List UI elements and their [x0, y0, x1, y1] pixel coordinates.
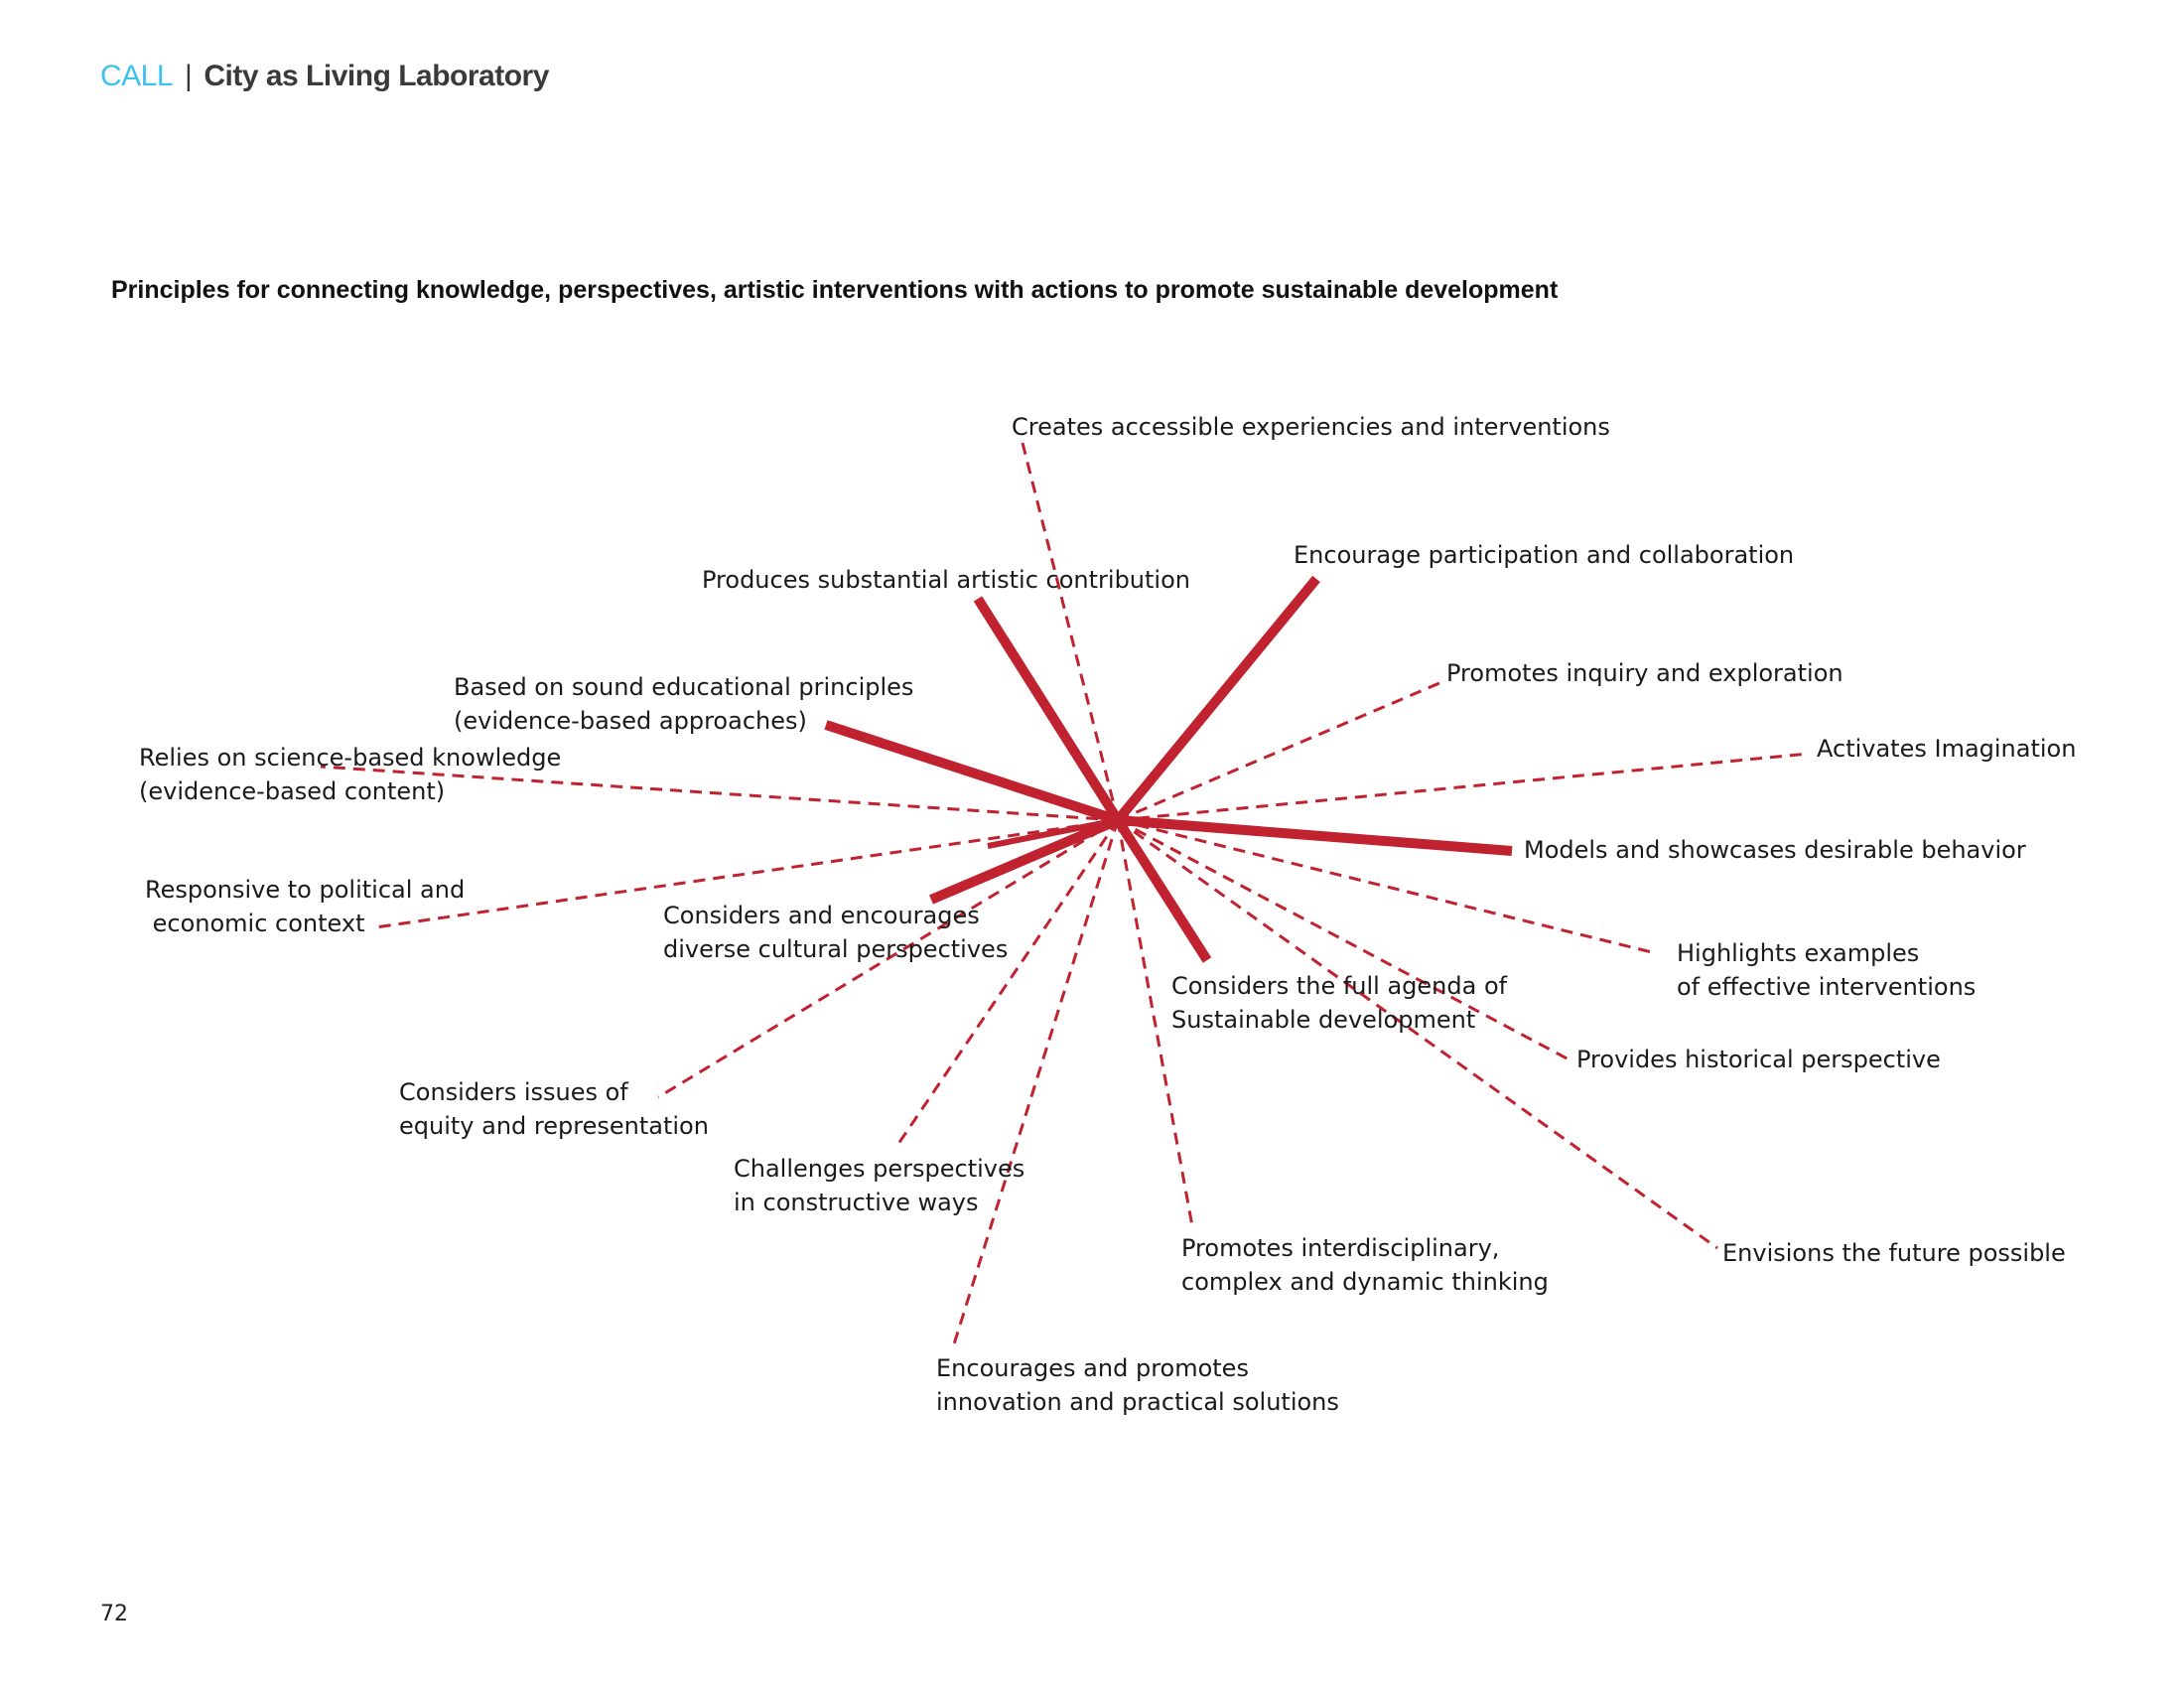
label-line: complex and dynamic thinking — [1181, 1268, 1549, 1296]
label-line: Promotes inquiry and exploration — [1446, 659, 1843, 687]
label-agenda: Considers the full agenda of Sustainable … — [1171, 969, 1507, 1037]
label-line: Considers the full agenda of — [1171, 972, 1508, 1000]
label-line: Provides historical perspective — [1576, 1046, 1941, 1073]
spoke-historical — [1117, 818, 1573, 1063]
label-innovation: Encourages and promotes innovation and pr… — [936, 1351, 1339, 1419]
spoke-interdisciplinary — [1116, 819, 1194, 1227]
label-line: equity and representation — [399, 1112, 709, 1140]
spoke-accessible — [1021, 442, 1120, 821]
spoke-political — [374, 818, 1119, 929]
label-line: Produces substantial artistic contributi… — [702, 566, 1190, 594]
label-political: Responsive to political and economic con… — [145, 873, 465, 940]
header-separator: | — [185, 60, 193, 92]
label-line: economic context — [145, 910, 365, 937]
spoke-stub — [987, 817, 1119, 849]
label-line: Encourages and promotes — [936, 1354, 1249, 1382]
header-subtitle: City as Living Laboratory — [204, 60, 549, 92]
running-header: CALL | City as Living Laboratory — [100, 60, 549, 93]
spoke-cultural — [929, 815, 1120, 905]
label-line: Promotes interdisciplinary, — [1181, 1234, 1500, 1262]
label-models: Models and showcases desirable behavior — [1524, 833, 2026, 867]
spoke-future — [1117, 818, 1718, 1250]
label-line: Based on sound educational principles — [454, 673, 914, 701]
spoke-models — [1117, 815, 1513, 856]
label-cultural: Considers and encourages diverse cultural… — [663, 899, 1008, 966]
spoke-challenges — [896, 819, 1120, 1145]
diagram-title: Principles for connecting knowledge, per… — [111, 276, 1559, 304]
label-future: Envisions the future possible — [1722, 1236, 2066, 1270]
brand-name: CALL — [100, 60, 174, 92]
spoke-agenda — [1113, 817, 1212, 963]
label-line: (evidence-based approaches) — [454, 707, 807, 735]
label-imagination: Activates Imagination — [1817, 732, 2076, 766]
page-number: 72 — [100, 1602, 128, 1626]
spoke-equity — [657, 818, 1119, 1099]
label-line: Models and showcases desirable behavior — [1524, 836, 2026, 864]
label-participation: Encourage participation and collaboratio… — [1294, 538, 1794, 572]
label-historical: Provides historical perspective — [1576, 1043, 1941, 1076]
label-accessible: Creates accessible experiencies and inte… — [1012, 410, 1610, 444]
label-line: Activates Imagination — [1817, 735, 2077, 763]
spoke-imagination — [1117, 752, 1810, 822]
spoke-examples — [1117, 818, 1657, 955]
spoke-artistic — [973, 596, 1123, 823]
spoke-science — [320, 765, 1119, 822]
spoke-inquiry — [1117, 681, 1440, 822]
label-educational: Based on sound educational principles (ev… — [454, 670, 913, 738]
label-examples: Highlights examples of effective interven… — [1677, 936, 1976, 1004]
label-line: Sustainable development — [1171, 1006, 1476, 1034]
label-line: Challenges perspectives — [734, 1155, 1025, 1183]
label-interdisciplinary: Promotes interdisciplinary, complex and d… — [1181, 1231, 1549, 1299]
label-line: Creates accessible experiencies and inte… — [1012, 413, 1610, 441]
center-hub — [1110, 812, 1126, 828]
label-line: of effective interventions — [1677, 973, 1977, 1001]
label-challenges: Challenges perspectives in constructive w… — [734, 1152, 1024, 1219]
label-line: Encourage participation and collaboratio… — [1294, 541, 1795, 569]
spoke-participation — [1114, 575, 1320, 824]
label-equity: Considers issues of equity and representa… — [399, 1075, 709, 1143]
spoke-educational — [824, 720, 1120, 825]
label-line: Envisions the future possible — [1722, 1239, 2066, 1267]
label-line: innovation and practical solutions — [936, 1388, 1339, 1416]
label-line: (evidence-based content) — [139, 777, 446, 805]
label-science: Relies on science-based knowledge (eviden… — [139, 741, 561, 808]
label-line: in constructive ways — [734, 1189, 979, 1216]
label-line: diverse cultural perspectives — [663, 935, 1009, 963]
label-artistic: Produces substantial artistic contributi… — [702, 563, 1190, 597]
label-line: Responsive to political and — [145, 876, 466, 904]
label-inquiry: Promotes inquiry and exploration — [1446, 656, 1843, 690]
spoke-innovation — [951, 819, 1120, 1348]
label-line: Considers and encourages — [663, 902, 980, 929]
label-line: Relies on science-based knowledge — [139, 744, 562, 772]
label-line: Highlights examples — [1677, 939, 1920, 967]
label-line: Considers issues of — [399, 1078, 628, 1106]
